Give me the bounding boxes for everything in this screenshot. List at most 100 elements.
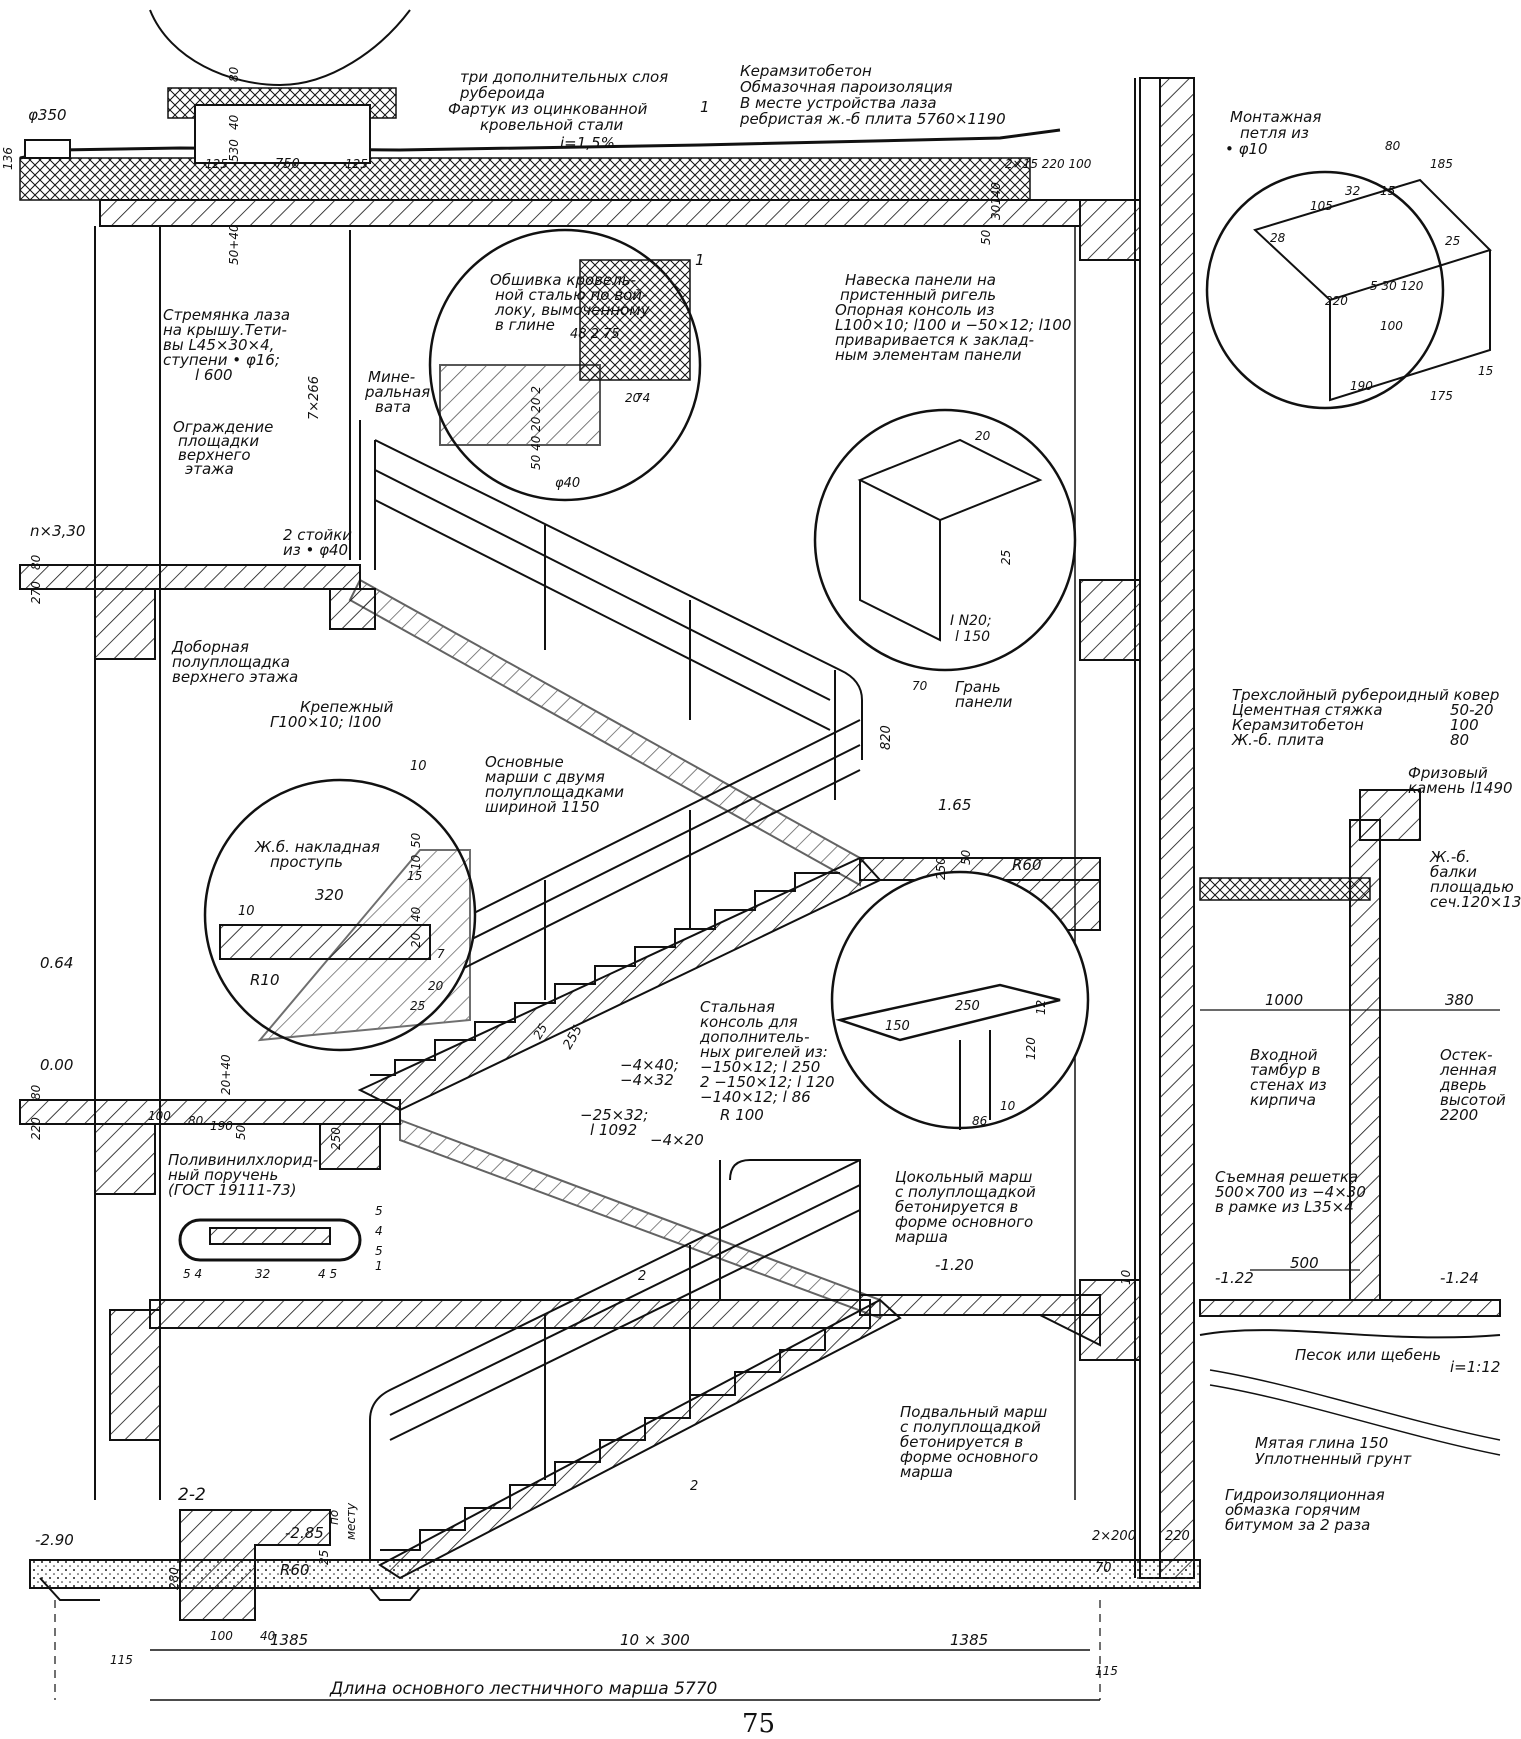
svg-text:10: 10 — [1119, 1269, 1133, 1285]
plinth-flight — [399, 1118, 881, 1320]
svg-text:530: 530 — [227, 139, 241, 162]
svg-text:2: 2 — [690, 1479, 698, 1494]
svg-text:250: 250 — [934, 857, 948, 880]
cer-note-2: Обмазочная пароизоляция — [740, 78, 953, 96]
page-number: 75 — [742, 1709, 775, 1739]
cok-note-2: с полуплощадкой — [895, 1183, 1036, 1201]
svg-text:50: 50 — [979, 229, 993, 245]
svg-text:5: 5 — [375, 1204, 383, 1218]
str-note-3: вы L45×30×4, — [163, 336, 274, 354]
os-note-5: 2200 — [1440, 1106, 1478, 1124]
dim-1385-left: 1385 — [270, 1631, 308, 1649]
svg-text:1: 1 — [375, 1259, 383, 1273]
str-note-1: Стремянка лаза — [163, 306, 290, 324]
svg-text:15: 15 — [407, 869, 422, 883]
section-mark-1b: 1 — [695, 251, 705, 269]
upper-landing-slab — [19, 564, 361, 590]
svg-text:40: 40 — [260, 1629, 276, 1643]
svg-text:25: 25 — [999, 550, 1013, 565]
svg-text:50+40: 50+40 — [227, 224, 241, 265]
svg-text:5: 5 — [375, 1244, 383, 1258]
svg-text:R10: R10 — [250, 971, 280, 989]
total-flight-length: Длина основного лестничного марша 5770 — [329, 1679, 717, 1699]
sr-note-2: 500×700 из −4×30 — [1215, 1183, 1366, 1201]
pv-note-2: ный поручень — [168, 1166, 278, 1184]
ob-note-1: Обшивка кровель- — [490, 271, 636, 289]
gr-note-1: Грань — [955, 678, 1001, 696]
nav-note-2: пристенный ригель — [840, 286, 996, 304]
roof-slope: i=1,5% — [560, 134, 615, 152]
svg-text:80: 80 — [1450, 731, 1469, 749]
bal-note-1: Ж.-б. — [1429, 848, 1470, 866]
vh-note-3: стенах из — [1250, 1076, 1327, 1094]
sr-note-1: Съемная решетка — [1215, 1168, 1358, 1186]
kr-note-2: Γ100×10; l100 — [270, 713, 381, 731]
svg-text:80: 80 — [1385, 139, 1401, 153]
svg-text:10: 10 — [238, 904, 255, 919]
gl-note-2: Уплотненный грунт — [1255, 1450, 1413, 1468]
level-124: -1.24 — [1440, 1269, 1479, 1287]
hatch-lid-swing — [149, 9, 411, 87]
cok-note-3: бетонируется в — [895, 1198, 1018, 1216]
str-note-5: l 600 — [195, 366, 233, 384]
nak-note-1: Ж.б. накладная — [254, 838, 380, 856]
level-120: -1.20 — [935, 1256, 974, 1274]
pes-note: Песок или щебень — [1295, 1346, 1441, 1364]
og-note-1: Ограждение — [173, 418, 273, 436]
svg-text:20: 20 — [428, 979, 444, 993]
ob-note-3: локу, вымоченному — [494, 301, 651, 319]
level-000: 0.00 — [40, 1056, 73, 1074]
fr-note-1: Фризовый — [1408, 764, 1488, 782]
svg-text:320: 320 — [315, 886, 344, 904]
svg-text:25: 25 — [317, 1550, 331, 1565]
svg-text:380: 380 — [1445, 991, 1474, 1009]
svg-text:10: 10 — [410, 759, 427, 774]
vh-note-4: кирпича — [1250, 1091, 1316, 1109]
svg-text:20: 20 — [975, 429, 991, 443]
svg-text:80: 80 — [29, 1084, 43, 1100]
svg-text:50 40 20 20 2: 50 40 20 20 2 — [529, 386, 543, 470]
svg-text:48 2 75: 48 2 75 — [570, 327, 620, 342]
stal-note-1: Стальная — [700, 998, 775, 1016]
nak-note-2: проступь — [270, 853, 343, 871]
svg-text:l 1092: l 1092 — [590, 1121, 637, 1139]
svg-text:140: 140 — [989, 182, 1003, 205]
cer-note-4: ребристая ж.-б плита 5760×1190 — [739, 110, 1006, 128]
svg-text:280: 280 — [167, 1567, 181, 1590]
svg-text:32: 32 — [255, 1267, 270, 1281]
svg-text:7: 7 — [437, 947, 445, 961]
detail-circle-panel-hanging — [813, 408, 1077, 672]
svg-text:I N20;: I N20; — [950, 613, 992, 629]
svg-text:125: 125 — [345, 157, 368, 171]
basement-landing-slab — [859, 1294, 1101, 1316]
ob-note-4: в глине — [495, 316, 555, 334]
svg-text:100: 100 — [148, 1109, 171, 1123]
svg-text:120: 120 — [1024, 1037, 1038, 1060]
section-2-2 — [179, 1509, 331, 1621]
svg-text:80: 80 — [188, 1114, 204, 1128]
pv-note-1: Поливинилхлорид- — [168, 1151, 318, 1169]
pv-note-3: (ГОСТ 19111-73) — [168, 1181, 297, 1199]
dob-note-1: Доборная — [171, 638, 249, 656]
svg-text:220: 220 — [1165, 1529, 1190, 1544]
roof-structure — [19, 9, 1081, 227]
os-note-3: дверь — [1439, 1076, 1487, 1094]
fr-note-2: камень l1490 — [1408, 779, 1513, 797]
bal-note-4: сеч.120×130 — [1430, 893, 1521, 911]
cok-note-4: форме основного — [895, 1213, 1033, 1231]
svg-text:70: 70 — [1095, 1561, 1112, 1576]
svg-text:20: 20 — [409, 932, 423, 948]
svg-text:2: 2 — [638, 1269, 646, 1284]
os-note-4: высотой — [1440, 1091, 1506, 1109]
svg-text:74: 74 — [635, 391, 650, 405]
section-mark-1: 1 — [700, 98, 710, 116]
svg-text:15: 15 — [1380, 184, 1395, 198]
handrail-profile — [178, 1218, 362, 1262]
ground-floor-slab — [19, 1099, 401, 1125]
slope-2: i=1:12 — [1450, 1358, 1500, 1376]
svg-text:4: 4 — [375, 1224, 383, 1238]
vestibule-floor — [1199, 1299, 1501, 1317]
svg-text:2×200: 2×200 — [1092, 1529, 1136, 1544]
svg-text:250: 250 — [329, 1127, 343, 1150]
svg-text:100: 100 — [1380, 319, 1403, 333]
